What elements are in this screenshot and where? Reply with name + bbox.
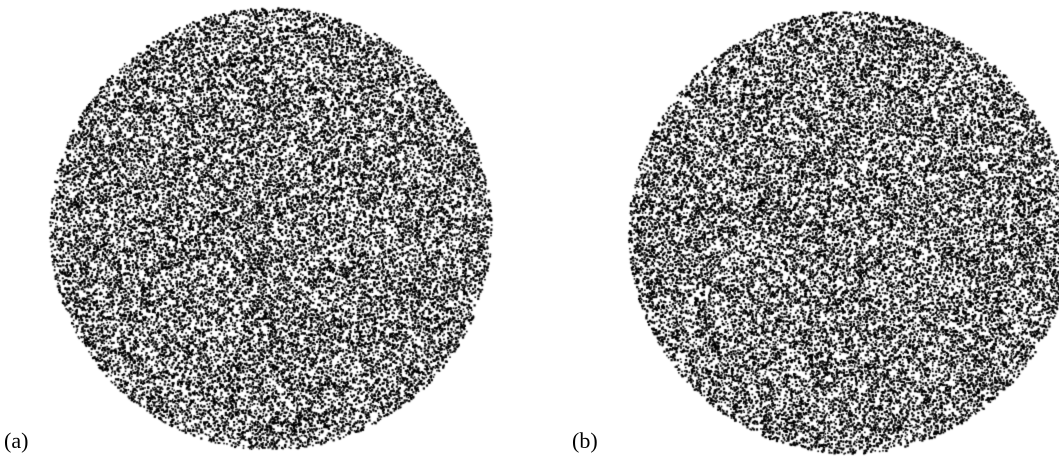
figure-panel-b: (b)	[560, 0, 1059, 459]
panel-label-b: (b)	[572, 428, 598, 453]
panel-label-a: (a)	[4, 428, 29, 453]
figure-panel-a: (a)	[0, 0, 520, 459]
random-dot-disk-b	[627, 10, 1059, 456]
random-dot-disk-a	[48, 6, 494, 452]
